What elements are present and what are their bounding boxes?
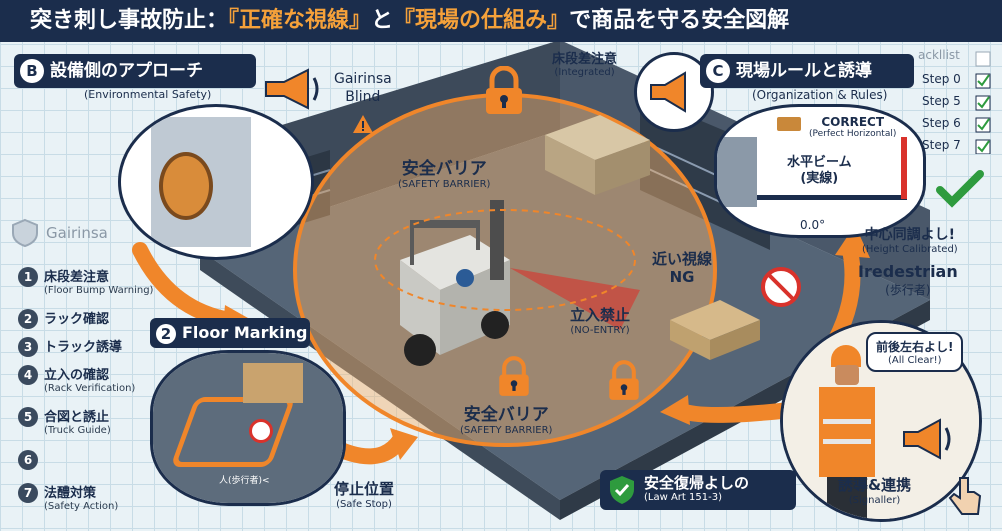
floor-step-callout: 床段差注意(Integrated) (552, 52, 618, 78)
safety-restore-banner: 安全復帰よしの (Law Art 151-3) (600, 470, 796, 510)
stop-position-label: 停止位置(Safe Stop) (334, 480, 395, 510)
lock-icon (486, 66, 522, 114)
hand-pointer-icon (948, 477, 982, 515)
warning-icon (353, 115, 373, 133)
pedestrian-label: Iredestrian(歩行者) (858, 262, 958, 297)
no-pedestrian-icon (761, 267, 801, 307)
all-clear-bubble: 前後左右よし!(All Clear!) (866, 332, 964, 372)
angle-readout: 0.0° (800, 218, 826, 232)
gairinsa-left-label: Gairinsa (46, 224, 108, 242)
checklist-step: Step 7 (922, 138, 961, 152)
flow-arrow-right-bottom (672, 402, 798, 423)
safety-barrier-top: 安全バリア(SAFETY BARRIER) (398, 159, 491, 190)
check-shield-icon (610, 476, 634, 504)
forklift (400, 200, 510, 366)
checklist-step: Step 6 (922, 116, 961, 130)
shield-icon (12, 218, 38, 248)
checklist-step: Step 0 (922, 72, 961, 86)
lock-icon (499, 356, 529, 396)
lock-icon (609, 360, 639, 400)
page-title: 突き刺し事故防止：『正確な視線』と『現場の仕組み』で商品を守る安全図解 (0, 0, 1002, 42)
pallet-stack-right (670, 300, 760, 360)
thumbs-up-check-icon (936, 170, 984, 208)
beam-label: 水平ビーム(実線) (787, 155, 852, 186)
gairinsa-blind-label: Gairinsa Blind (334, 71, 392, 105)
beam-bubble: CORRECT(Perfect Horizontal) 水平ビーム(実線) (714, 104, 926, 238)
flow-arrow-left (132, 242, 238, 328)
section-b-subtitle: (Environmental Safety) (84, 88, 212, 101)
megaphone-icon (650, 71, 686, 113)
no-entry-label: 立入禁止(NO-ENTRY) (570, 306, 631, 336)
checklist-step: Step 5 (922, 94, 961, 108)
megaphone-icon (265, 68, 319, 110)
section-c-subtitle: (Organization & Rules) (752, 88, 888, 102)
correct-label: CORRECT(Perfect Horizontal) (809, 115, 897, 139)
checklist-title: ackllist (918, 48, 960, 62)
pallet-stack-top (545, 115, 650, 195)
megaphone-icon (903, 418, 951, 460)
floor-marking-bubble: 人(歩行者)< (150, 350, 346, 506)
signaller-label: 誘導&連携(Signaller) (838, 476, 912, 506)
safety-barrier-bottom: 安全バリア(SAFETY BARRIER) (460, 405, 553, 436)
checkbox-column (975, 51, 991, 154)
mirror-bubble (118, 104, 314, 260)
height-calibrated-label: 中心同調よし!(Height Calibrated) (862, 227, 958, 255)
no-entry-zone (510, 268, 640, 330)
list-item: 6 (18, 450, 44, 470)
